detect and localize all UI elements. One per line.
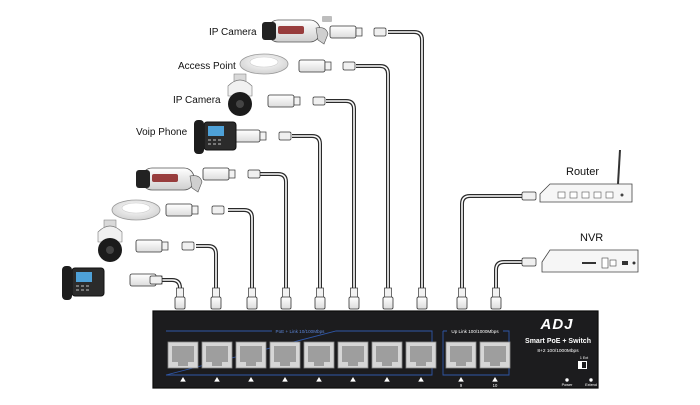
port-led-8 [418, 377, 424, 382]
plug-switch-8 [416, 287, 428, 310]
cable-uplink-nvr [494, 260, 522, 298]
power-label: Power [562, 383, 573, 387]
switch-port-3[interactable] [235, 341, 267, 369]
cable-7 [356, 64, 390, 298]
port-led-4 [282, 377, 288, 382]
rj45-plugs [129, 25, 537, 310]
voip-phone-left [62, 266, 105, 300]
extend-label: Extend [585, 383, 597, 387]
cable-6 [326, 99, 356, 298]
label-ip-camera-top: IP Camera [209, 27, 257, 38]
ptz-camera-top [227, 73, 253, 116]
cable-boot-1 [149, 275, 163, 285]
switch-port-7[interactable] [371, 341, 403, 369]
cable-4 [260, 172, 288, 298]
voip-phone-top [194, 120, 237, 154]
access-point-top [239, 53, 289, 75]
port-led-10 [492, 377, 498, 382]
switch-port-10[interactable] [479, 341, 511, 369]
extend-led [589, 378, 593, 382]
plug-switch-7 [382, 287, 394, 310]
switch-spec: 8+2 100/1000Mbps [537, 348, 579, 354]
uplink-port-number: 10 [493, 383, 498, 388]
ethernet-cables [162, 30, 522, 298]
plug-device-8 [329, 25, 363, 39]
switch-port-1[interactable] [167, 341, 199, 369]
port-led-7 [384, 377, 390, 382]
switch-model: Smart PoE + Switch [525, 338, 591, 345]
cable-boot-5 [278, 131, 292, 141]
plug-device-2 [135, 239, 169, 253]
router-device [539, 149, 633, 203]
plug-switch-10 [490, 287, 502, 310]
poe-group-label: PoE + Link 10/100Mbps [276, 329, 326, 334]
plug-device-6 [267, 94, 301, 108]
plug-nvr [521, 257, 537, 267]
cable-uplink-router [460, 194, 522, 298]
cable-boot-3 [211, 205, 225, 215]
cable-boot-7 [342, 61, 356, 71]
port-led-2 [214, 377, 220, 382]
bullet-camera-top [262, 16, 332, 45]
cable-boot-2 [181, 241, 195, 251]
extend-switch-label: 1 Ext [580, 356, 588, 360]
plug-device-4 [202, 167, 236, 181]
cable-boot-8 [373, 27, 387, 37]
plug-device-7 [298, 59, 332, 73]
switch-port-5[interactable] [303, 341, 335, 369]
label-router: Router [566, 166, 600, 178]
plug-switch-9 [456, 287, 468, 310]
label-access-point: Access Point [178, 61, 236, 72]
port-led-1 [180, 377, 186, 382]
uplink-group-label: Up Link 100/1000Mbps [451, 329, 499, 334]
switch-port-8[interactable] [405, 341, 437, 369]
access-point-left [111, 199, 161, 221]
port-led-3 [248, 377, 254, 382]
bullet-camera-left [136, 167, 203, 193]
power-led [565, 378, 569, 382]
nvr-device [541, 249, 639, 273]
plug-switch-6 [348, 287, 360, 310]
cable-8 [388, 30, 424, 298]
plug-switch-3 [246, 287, 258, 310]
uplink-port-numbers: 9 10 [460, 383, 498, 388]
cable-boot-4 [247, 169, 261, 179]
plug-switch-5 [314, 287, 326, 310]
cable-boot-6 [312, 96, 326, 106]
plug-switch-2 [210, 287, 222, 310]
plug-switch-1 [174, 287, 186, 310]
port-led-6 [350, 377, 356, 382]
switch-port-6[interactable] [337, 341, 369, 369]
switch-ports [167, 341, 511, 382]
port-led-9 [458, 377, 464, 382]
plug-device-3 [165, 203, 199, 217]
label-nvr: NVR [580, 232, 604, 244]
switch-port-4[interactable] [269, 341, 301, 369]
cable-5 [292, 134, 322, 298]
cable-3 [228, 208, 254, 298]
switch-port-2[interactable] [201, 341, 233, 369]
switch-port-9[interactable] [445, 341, 477, 369]
plug-switch-4 [280, 287, 292, 310]
plug-router [521, 191, 537, 201]
cable-2 [196, 244, 218, 298]
label-voip-phone: Voip Phone [136, 127, 188, 138]
ptz-camera-left [97, 219, 123, 262]
uplink-port-number: 9 [460, 383, 463, 388]
plug-device-5 [233, 129, 267, 143]
brand-logo: ADJ [539, 316, 573, 333]
poe-switch: PoE + Link 10/100Mbps Up Link 100/1000Mb… [152, 310, 599, 389]
label-ip-camera-dome: IP Camera [173, 95, 221, 106]
port-led-5 [316, 377, 322, 382]
